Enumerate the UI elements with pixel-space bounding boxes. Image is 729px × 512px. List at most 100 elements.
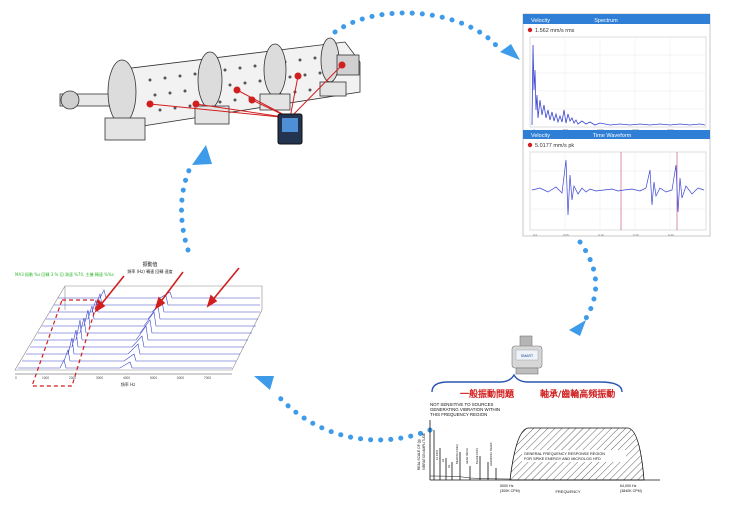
svg-text:GENERAL FREQUENCY RESPONSE REG: GENERAL FREQUENCY RESPONSE REGION [524, 452, 605, 456]
region-note-bg [522, 450, 626, 462]
waveform-tab-velocity[interactable]: Velocity [531, 133, 550, 139]
left-region-title: 一般振動問題 [460, 388, 515, 400]
riding-ring-1 [107, 59, 137, 125]
freq-x-ticks: 5000 Hz (300K CPM) 64,000 Hz (3840K CPM) [500, 484, 642, 493]
support-3 [259, 93, 291, 111]
waveform-tab-bar[interactable] [523, 130, 710, 139]
measurement-points [146, 61, 346, 145]
marker-point [192, 100, 200, 108]
waterfall-plot: MA3 振動 %s 回轉 3 % 回 測速 %70, 主機 轉速 %%s 振動值… [14, 261, 263, 387]
svg-text:3000: 3000 [96, 376, 103, 380]
svg-text:(300K CPM): (300K CPM) [500, 489, 520, 493]
not-sensitive-note: NOT SENSITIVE TO SOURCES GENERATING VIBR… [430, 402, 500, 417]
svg-text:5000: 5000 [150, 376, 157, 380]
freq-x-label: FREQUENCY [555, 489, 580, 494]
svg-text:GEAR MESH: GEAR MESH [465, 448, 469, 464]
cycle-path-right [577, 239, 599, 323]
svg-text:(3840K CPM): (3840K CPM) [620, 489, 642, 493]
waterfall-header: MA3 振動 %s 回轉 3 % 回 測速 %70, 主機 轉速 %%s [15, 271, 114, 277]
cycle-arrowheads [192, 44, 586, 390]
drive-motor [336, 54, 360, 76]
bracket-right [528, 381, 623, 393]
vibration-sensor: SMART [511, 335, 543, 375]
sensor-label-plate [515, 349, 539, 361]
svg-text:4000: 4000 [123, 376, 130, 380]
spectrum-tab-velocity[interactable]: Velocity [531, 18, 550, 24]
svg-text:7000: 7000 [204, 376, 211, 380]
svg-text:2X: 2X [441, 459, 445, 462]
riding-ring-2 [197, 51, 223, 109]
spectrum-line [531, 44, 706, 126]
svg-text:VIBRATION AMPLITUDE: VIBRATION AMPLITUDE [422, 432, 426, 470]
svg-text:64,000 Hz: 64,000 Hz [620, 484, 637, 488]
waterfall-x-label: 頻率 Hz [121, 381, 135, 387]
spectrum-reading: 1.562 mm/s rms [535, 28, 575, 34]
arrowhead-to-spectrum [500, 44, 520, 60]
sensor-base [515, 367, 539, 375]
support-4 [319, 81, 347, 97]
marker-point [248, 96, 256, 104]
svg-text:0.05: 0.05 [563, 233, 569, 237]
svg-text:3X: 3X [447, 465, 451, 468]
arrowhead-to-sensor [569, 320, 586, 336]
peak-labels: 1X RPM 2X 3X BEARING FREQ GEAR MESH BLAD… [435, 442, 493, 468]
svg-text:1000: 1000 [42, 376, 49, 380]
marker-point [233, 86, 241, 94]
riding-ring-4 [320, 37, 340, 83]
svg-text:BEARING FREQ: BEARING FREQ [455, 444, 459, 464]
low-frequency-peaks [433, 430, 497, 480]
waterfall-title: 振動值 [142, 261, 157, 268]
svg-text:0.15: 0.15 [633, 233, 639, 237]
marker-point [146, 100, 154, 108]
svg-text:REAL SCALE OF (g): REAL SCALE OF (g) [417, 439, 421, 470]
rotary-kiln-machine [59, 37, 361, 141]
waterfall-subtitle: 頻率 (Hz) 轉速 回轉 速度 [127, 268, 172, 274]
waterfall-highlight-box [31, 299, 99, 387]
freq-y-label: REAL SCALE OF (g) VIBRATION AMPLITUDE [417, 432, 426, 470]
waveform-status-dot [527, 142, 533, 148]
spectrum-status-dot [527, 27, 533, 33]
svg-text:6000: 6000 [177, 376, 184, 380]
waveform-reading: 5.0177 mm/s pk [535, 143, 574, 149]
cycle-path-left [179, 165, 193, 253]
svg-text:THIS FREQUENCY REGION: THIS FREQUENCY REGION [430, 412, 487, 417]
svg-text:1X RPM: 1X RPM [435, 450, 439, 460]
marker-point [294, 72, 302, 80]
support-1 [104, 117, 146, 141]
svg-text:0.20: 0.20 [668, 233, 674, 237]
svg-text:BLADE PASS: BLADE PASS [475, 448, 479, 464]
frequency-response-chart: 一般振動問題 軸承/齒輪高頻振動 NOT SENSITIVE TO SOURCE… [417, 373, 660, 494]
waveform-tab-title: Time Waveform [593, 133, 632, 139]
right-region-title: 軸承/齒輪高頻振動 [540, 388, 615, 400]
svg-text:0.0: 0.0 [533, 233, 538, 237]
cycle-path-bottom [277, 395, 433, 443]
svg-text:5000 Hz: 5000 Hz [500, 484, 514, 488]
svg-text:GENERATING VIBRATION WITHIN: GENERATING VIBRATION WITHIN [430, 407, 500, 412]
riding-ring-3 [263, 43, 287, 97]
waveform-line [531, 159, 705, 216]
spectrum-tab-bar[interactable] [523, 14, 710, 24]
svg-text:2000: 2000 [69, 376, 76, 380]
shaft-end [60, 90, 80, 110]
arrowhead-to-machine [192, 145, 212, 165]
cycle-path-top [332, 10, 503, 53]
arrowhead-to-waterfall [254, 376, 274, 390]
svg-text:NOT SENSITIVE TO SOURCES: NOT SENSITIVE TO SOURCES [430, 402, 494, 407]
sensor-brand: SMART [521, 354, 534, 358]
svg-text:HARMONIC PEAKS: HARMONIC PEAKS [489, 442, 493, 466]
data-collector-screen [282, 118, 298, 132]
cycle-arrows [179, 10, 599, 443]
region-note: GENERAL FREQUENCY RESPONSE REGION FOR SP… [524, 452, 605, 461]
bracket-left [431, 373, 529, 393]
svg-text:FOR SPIKE ENERGY AND MICROLOG: FOR SPIKE ENERGY AND MICROLOG HFD [524, 457, 601, 461]
waterfall-traces [18, 289, 260, 369]
svg-text:0.10: 0.10 [598, 233, 604, 237]
svg-text:0: 0 [15, 376, 17, 380]
app-screen-panel: Velocity Spectrum 1.562 mm/s rms 0500100… [522, 13, 711, 237]
waveform-plot: 0.0 0.05 0.10 0.15 0.20 [529, 151, 707, 237]
spectrum-plot: 0500100015002000 [529, 36, 707, 132]
spectrum-tab-title: Spectrum [594, 18, 618, 24]
marker-point [338, 61, 346, 69]
waterfall-x-ticks: 0 1000 2000 3000 4000 5000 6000 7000 [15, 376, 211, 380]
waterfall-arrows [94, 267, 240, 313]
